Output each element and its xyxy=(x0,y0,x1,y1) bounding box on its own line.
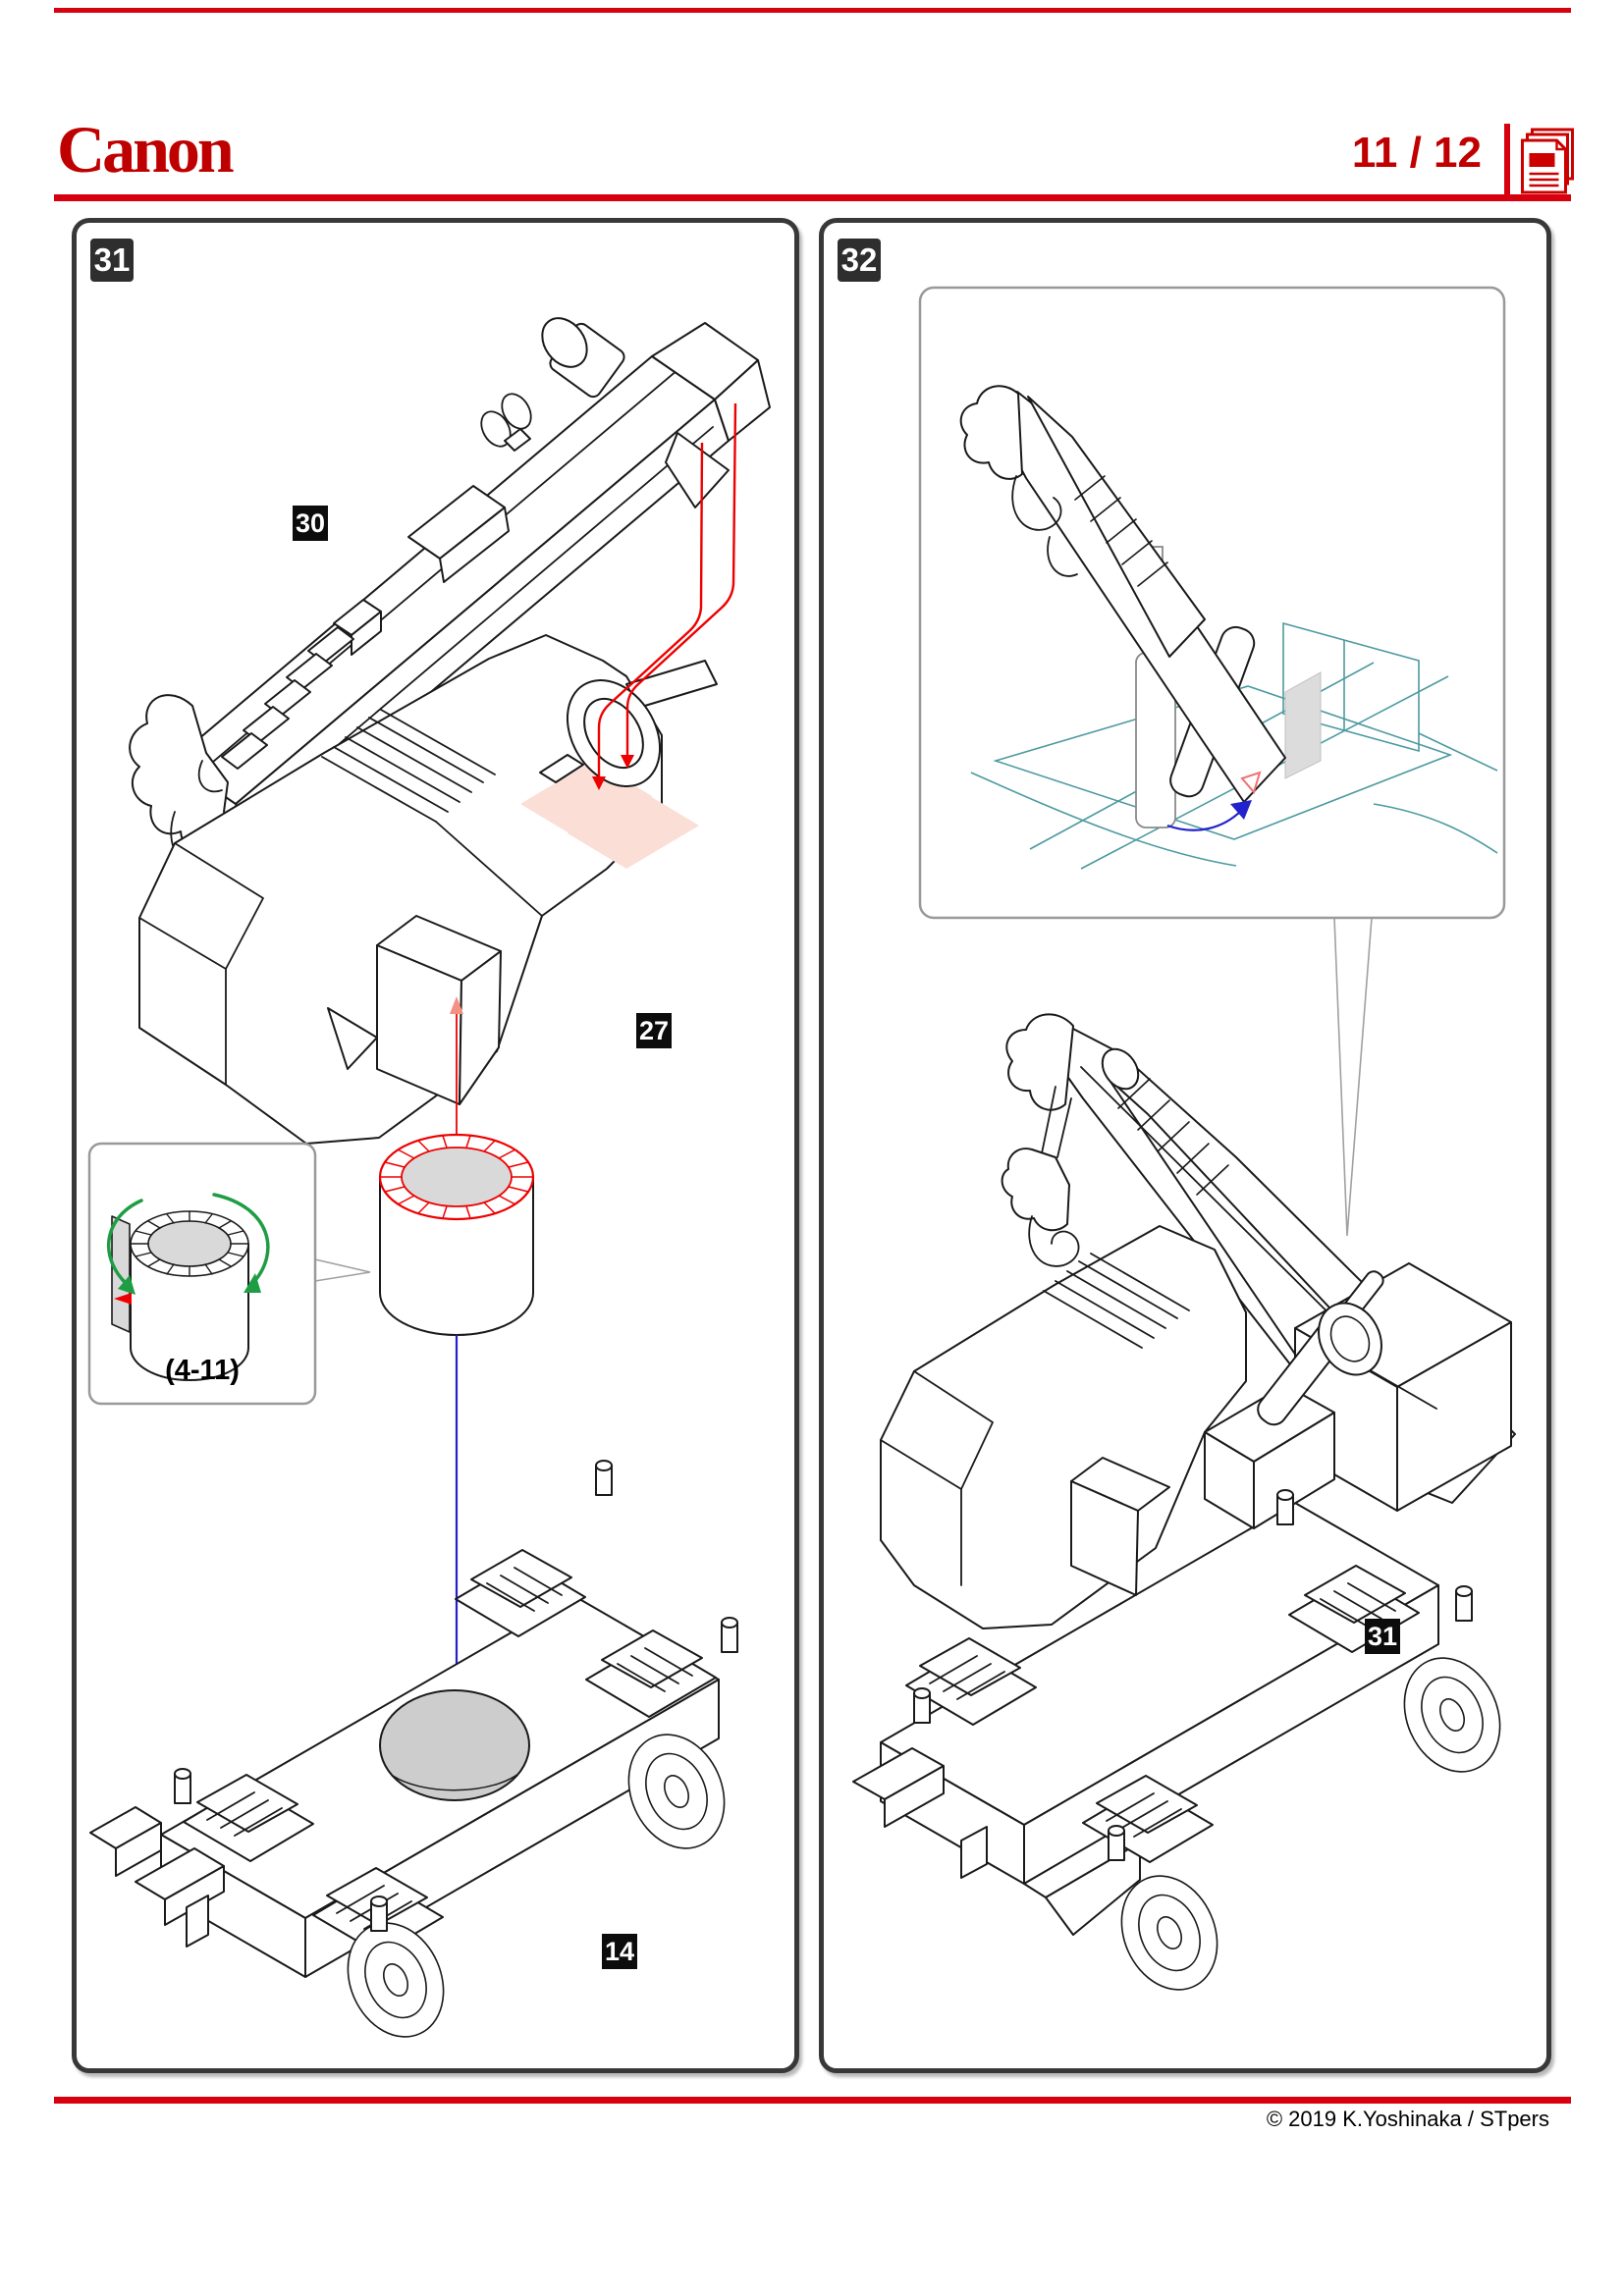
step-32-drawing xyxy=(852,286,1546,2068)
header-rule xyxy=(54,194,1571,201)
callout-leader xyxy=(1333,917,1373,1237)
page-indicator: 11 / 12 xyxy=(1351,129,1482,177)
assembly-lines-red xyxy=(592,402,737,790)
step-panel-31: 31 30 27 14 (4-11) xyxy=(72,218,799,2073)
lock-mark-red xyxy=(1240,771,1262,795)
chassis-drawing xyxy=(89,1460,741,2053)
footer-rule xyxy=(54,2097,1571,2104)
assembled-truck-drawing xyxy=(852,1013,1517,2004)
part-label-chassis: 14 xyxy=(602,1934,637,1969)
turntable-cylinder-drawing xyxy=(378,1133,535,1336)
part-label-cab: 27 xyxy=(636,1013,672,1048)
raised-boom-drawing xyxy=(959,385,1286,803)
part-label-assembly: 31 xyxy=(1365,1619,1400,1654)
step-panel-32: 32 31 xyxy=(819,218,1551,2073)
boom-raise-inset xyxy=(918,286,1506,920)
top-rule xyxy=(54,8,1571,13)
canon-logo: Canon xyxy=(57,112,235,187)
cab-unit-drawing xyxy=(138,634,718,1145)
step-badge-31: 31 xyxy=(90,239,134,282)
header-separator xyxy=(1504,124,1510,196)
stacked-pages-icon xyxy=(1521,128,1574,194)
seam-arrow-red xyxy=(114,1293,132,1305)
copyright-text: © 2019 K.Yoshinaka / STpers xyxy=(1266,2107,1549,2131)
inset-caption: (4-11) xyxy=(165,1355,240,1386)
rotate-arrows-green xyxy=(107,1193,270,1295)
raise-arrow-blue xyxy=(1166,800,1252,831)
rolling-inset-box xyxy=(87,1142,371,1406)
part-label-boom: 30 xyxy=(293,506,328,541)
step-badge-32: 32 xyxy=(838,239,881,282)
step-31-drawing xyxy=(87,317,771,2068)
